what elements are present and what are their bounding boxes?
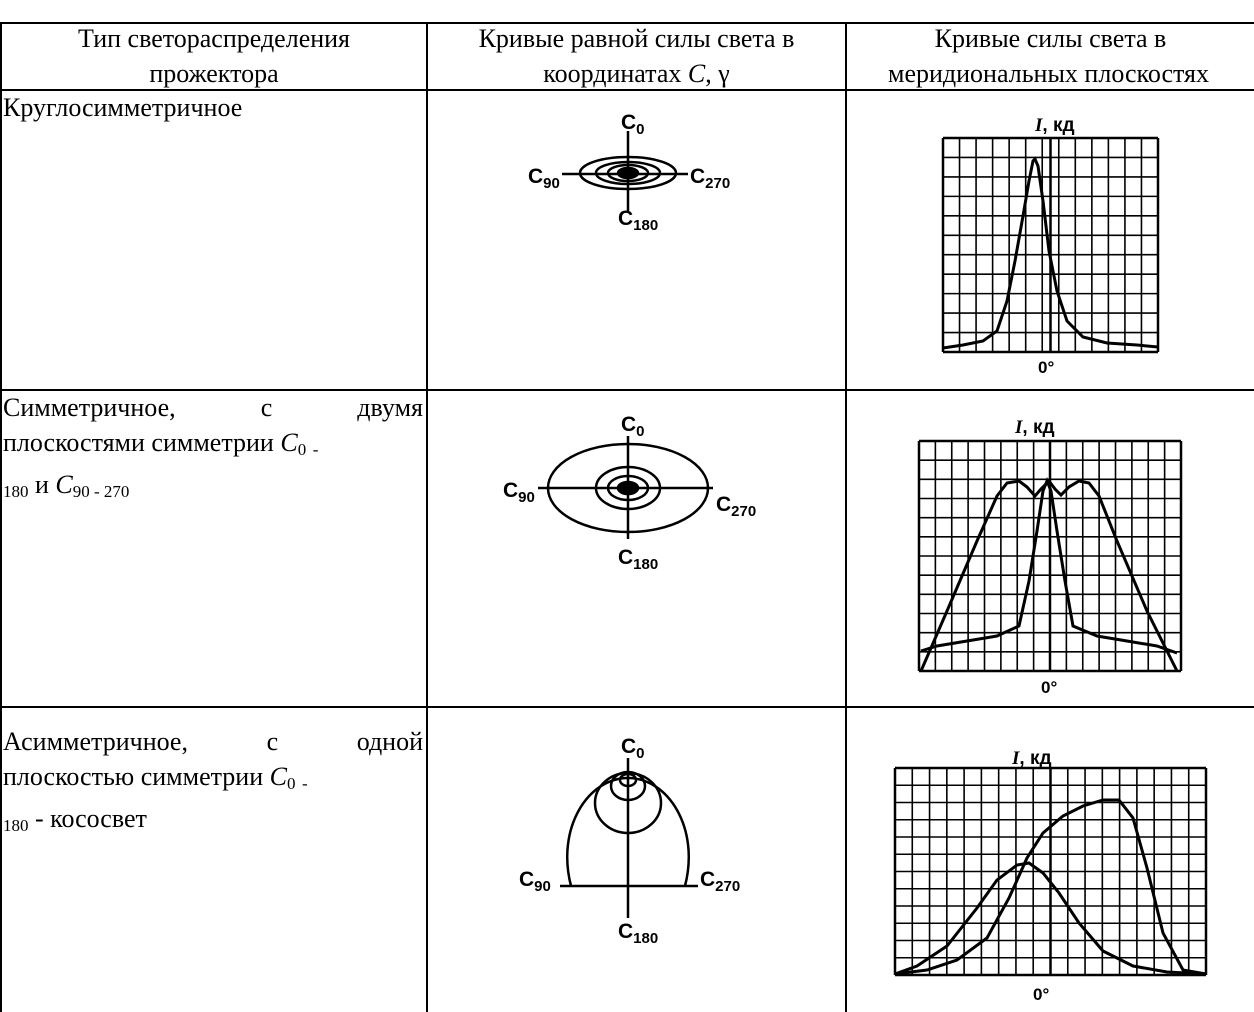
header-type: Тип светораспределения прожектора: [2, 21, 426, 91]
header-isocandela: Кривые равной силы света в координатах C…: [428, 21, 845, 91]
row-2-isocandela-diagram: C0 C90 C270 C180: [503, 413, 756, 573]
row-1-curve-narrow: [942, 156, 1159, 350]
row-3-line2-dash: -: [301, 774, 308, 793]
row-3-isocandela-diagram: C0 C90 C270 C180: [519, 735, 740, 947]
row-1-iso-curve-inner: [606, 163, 650, 183]
row-2-type-line1: Симметричное, с двумя: [3, 390, 423, 425]
row-1-label-c0: C0: [621, 111, 645, 138]
row-3-line3-suffix: - кососвет: [28, 804, 147, 833]
row-2-iso-curve-inner: [606, 474, 650, 502]
row-1-type: Круглосимметричное: [3, 90, 423, 125]
row-3-label-c180: C180: [618, 920, 658, 947]
row-1-intensity-plot: I, кд 0°: [941, 115, 1160, 377]
table-col-divider-2: [845, 22, 847, 1012]
row-3-iso-curve-core: [618, 772, 638, 788]
row-2-line2-dash: -: [312, 440, 319, 459]
row-2-label-c0: C0: [621, 413, 645, 440]
table-border-top: [0, 22, 1254, 24]
table-row-divider-1: [0, 89, 1254, 91]
row-2-iso-curve-core: [616, 480, 640, 496]
row-2-word-1: Симметричное,: [3, 393, 176, 422]
row-2-line2-prefix: плоскостями симметрии: [3, 428, 281, 457]
header-type-line2: прожектора: [149, 59, 279, 88]
row-1-label-c270: C270: [690, 165, 730, 192]
row-3-plot-ylabel: I, кд: [1011, 748, 1052, 769]
row-2-curve-wide: [919, 478, 1179, 672]
header-meridional-line2: меридиональных плоскостях: [887, 59, 1209, 88]
row-1-plot-grid: [941, 136, 1160, 354]
row-3-word-1: Асимметричное,: [3, 727, 188, 756]
header-isocandela-line1: Кривые равной силы света в: [478, 24, 795, 53]
row-2-line3-sub: 180: [3, 482, 29, 501]
row-3-plot-grid: [893, 766, 1208, 977]
row-3-type-line2: плоскостью симметрии C0 -: [3, 759, 423, 801]
row-1-iso-curve-core: [616, 166, 640, 180]
row-2-line2-c: C: [280, 428, 298, 457]
header-isocandela-line2: координатах C, γ: [428, 56, 845, 91]
header-type-line1: Тип светораспределения: [77, 24, 351, 53]
row-3-type-line1: Асимметричное, с одной: [3, 724, 423, 759]
header-meridional-line1: Кривые силы света в: [934, 24, 1167, 53]
row-3-label-c270: C270: [700, 868, 740, 895]
row-3-type: Асимметричное, с одной плоскостью симмет…: [3, 724, 423, 843]
row-1-plot-ylabel: I, кд: [1034, 115, 1075, 136]
row-2-plot-grid: [917, 439, 1183, 673]
row-2-iso-curve-mid: [594, 465, 662, 511]
row-3-line2-sub: 0: [286, 774, 296, 793]
header-isocandela-suffix: , γ: [705, 59, 730, 88]
table-col-divider-1: [426, 22, 428, 1012]
row-3-word-3: одной: [356, 727, 423, 756]
row-2-iso-curve-outer: [546, 442, 710, 534]
row-3-line2-c: C: [269, 762, 287, 791]
row-2-type: Симметричное, с двумя плоскостями симмет…: [3, 390, 423, 509]
row-2-line2-sub: 0: [297, 440, 307, 459]
row-2-line3-c: C: [55, 470, 73, 499]
row-3-curve-narrow: [894, 861, 1207, 976]
row-2-word-3: двумя: [357, 393, 423, 422]
row-2-type-line2: плоскостями симметрии C0 -: [3, 425, 423, 467]
row-1-type-text: Круглосимметричное: [3, 93, 243, 122]
row-1-iso-curve-mid: [594, 160, 662, 186]
header-isocandela-prefix: координатах: [543, 59, 688, 88]
row-1-isocandela-diagram: C0 C90 C270 C180: [528, 111, 730, 234]
row-2-curve-narrow: [920, 476, 1178, 655]
row-3-curve-wide: [894, 798, 1207, 976]
row-2-line3-sub2: 90 - 270: [72, 482, 130, 501]
row-1-label-c180: C180: [618, 207, 658, 234]
row-3-plot-xlabel: 0°: [1033, 985, 1049, 1004]
table-border-left: [0, 22, 2, 1012]
row-3-type-line3: 180 - кососвет: [3, 801, 423, 843]
row-3-iso-curve-outer: [566, 776, 690, 887]
row-2-label-c270: C270: [716, 493, 756, 520]
row-3-intensity-plot: I, кд 0°: [893, 748, 1208, 1004]
row-3-line2-prefix: плоскостью симметрии: [3, 762, 270, 791]
row-1-plot-xlabel: 0°: [1038, 358, 1054, 377]
row-2-label-c90: C90: [503, 479, 535, 506]
row-2-plot-ylabel: I, кд: [1014, 417, 1055, 438]
row-2-intensity-plot: I, кд 0°: [917, 417, 1183, 697]
row-3-iso-curve-inner: [609, 770, 647, 802]
row-3-line3-sub: 180: [3, 816, 29, 835]
table-row-divider-2: [0, 389, 1254, 391]
row-3-label-c0: C0: [621, 735, 645, 762]
row-2-plot-xlabel: 0°: [1041, 678, 1057, 697]
header-meridional: Кривые силы света в меридиональных плоск…: [847, 21, 1254, 91]
table-row-divider-3: [0, 706, 1254, 708]
row-1-iso-curve-outer: [578, 155, 678, 191]
row-2-line3-mid: и: [28, 470, 56, 499]
row-2-label-c180: C180: [618, 546, 658, 573]
row-3-word-2: с: [266, 727, 279, 756]
row-3-label-c90: C90: [519, 868, 551, 895]
header-isocandela-c: C: [687, 59, 706, 88]
row-1-label-c90: C90: [528, 165, 560, 192]
row-2-word-2: с: [260, 393, 273, 422]
row-2-type-line3: 180 и C90 - 270: [3, 467, 423, 509]
